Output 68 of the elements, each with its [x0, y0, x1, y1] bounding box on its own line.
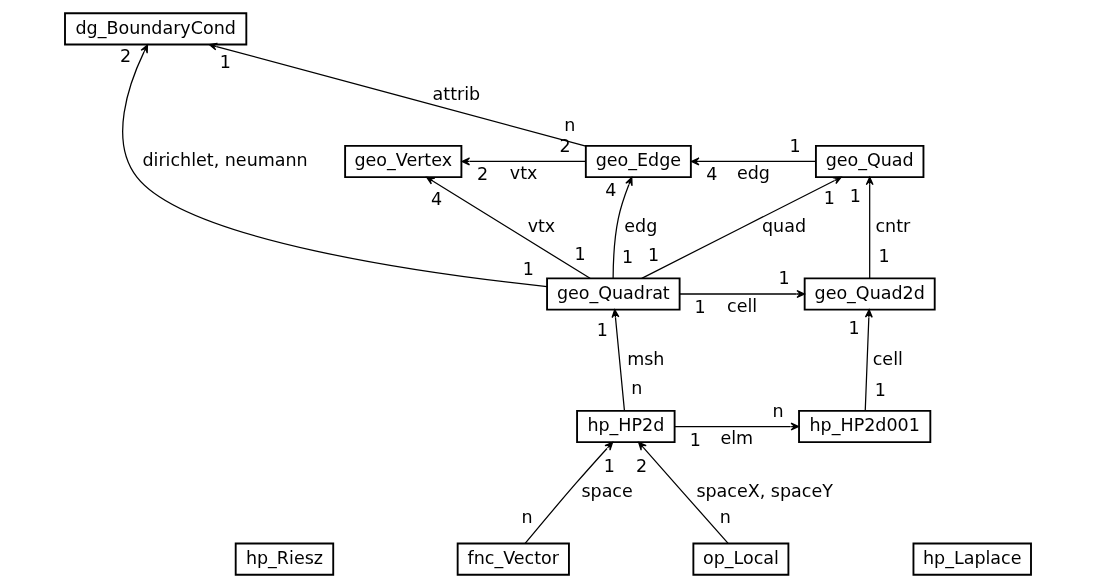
node-box: geo_Edge: [584, 144, 692, 178]
label: 1: [522, 258, 534, 279]
edge-label: quad: [761, 216, 806, 237]
arrow: [637, 441, 729, 545]
node-box: hp_HP2d: [575, 410, 676, 444]
arrow: [864, 309, 873, 412]
arrow: [208, 42, 586, 147]
node-box: hp_Laplace: [912, 542, 1032, 576]
label: n: [521, 507, 533, 528]
node-box: geo_Quadrat: [545, 277, 681, 311]
node-box: geo_Quad2d: [803, 277, 936, 311]
edge-label: spaceX, spaceY: [695, 481, 833, 502]
arrow: [690, 157, 816, 166]
edge-label: msh: [626, 348, 664, 369]
node-box: dg_BoundaryCond: [63, 12, 247, 46]
label: 1: [689, 429, 701, 450]
edge-label: edg: [736, 163, 770, 184]
label: 4: [604, 179, 616, 200]
label: 1: [647, 244, 659, 265]
arrow: [425, 176, 591, 279]
label: 2: [119, 45, 131, 66]
label: 1: [219, 52, 231, 73]
label: 1: [777, 268, 790, 289]
label: 1: [621, 246, 633, 267]
node-box: hp_Riesz: [234, 542, 334, 576]
arrow: [524, 441, 613, 545]
node-box: op_Local: [691, 542, 789, 576]
label: 1: [596, 320, 608, 341]
label: 1: [603, 455, 615, 476]
arrow: [121, 44, 548, 288]
arrow: [610, 309, 625, 412]
edge-label: cell: [726, 295, 757, 316]
edge-label: elm: [719, 428, 753, 449]
label: 1: [574, 243, 586, 264]
label: 1: [877, 246, 890, 267]
label: 1: [823, 187, 835, 208]
label: 4: [705, 164, 717, 185]
edge-label: edg: [623, 216, 657, 237]
edge-label: space: [580, 481, 633, 502]
label: 1: [847, 318, 860, 339]
node-box: fnc_Vector: [456, 542, 570, 576]
arrow: [865, 176, 874, 279]
edge-label: attrib: [432, 83, 480, 104]
label: 2: [476, 164, 488, 185]
edge-label: cntr: [874, 216, 910, 237]
label: 1: [694, 296, 706, 317]
edge-label: cell: [872, 348, 903, 369]
arrow: [678, 290, 805, 298]
label: n: [630, 377, 642, 398]
label: 1: [874, 379, 886, 400]
label: n: [563, 115, 575, 136]
arrow: [612, 176, 633, 279]
node-box: geo_Quad: [814, 144, 924, 178]
node-box: geo_Vertex: [343, 144, 462, 178]
label: n: [719, 507, 731, 528]
label: 4: [430, 188, 442, 209]
arrow: [673, 422, 799, 431]
node-box: hp_HP2d001: [797, 410, 931, 444]
arrow: [640, 176, 842, 279]
label: 1: [849, 186, 861, 207]
arrow: [460, 157, 586, 166]
label: 2: [635, 455, 647, 476]
label: 2: [559, 135, 571, 156]
edge-label: dirichlet, neumann: [141, 150, 308, 171]
label: n: [772, 400, 784, 421]
edge-label: vtx: [509, 163, 537, 184]
label: 1: [789, 135, 801, 156]
edge-label: vtx: [527, 216, 555, 237]
